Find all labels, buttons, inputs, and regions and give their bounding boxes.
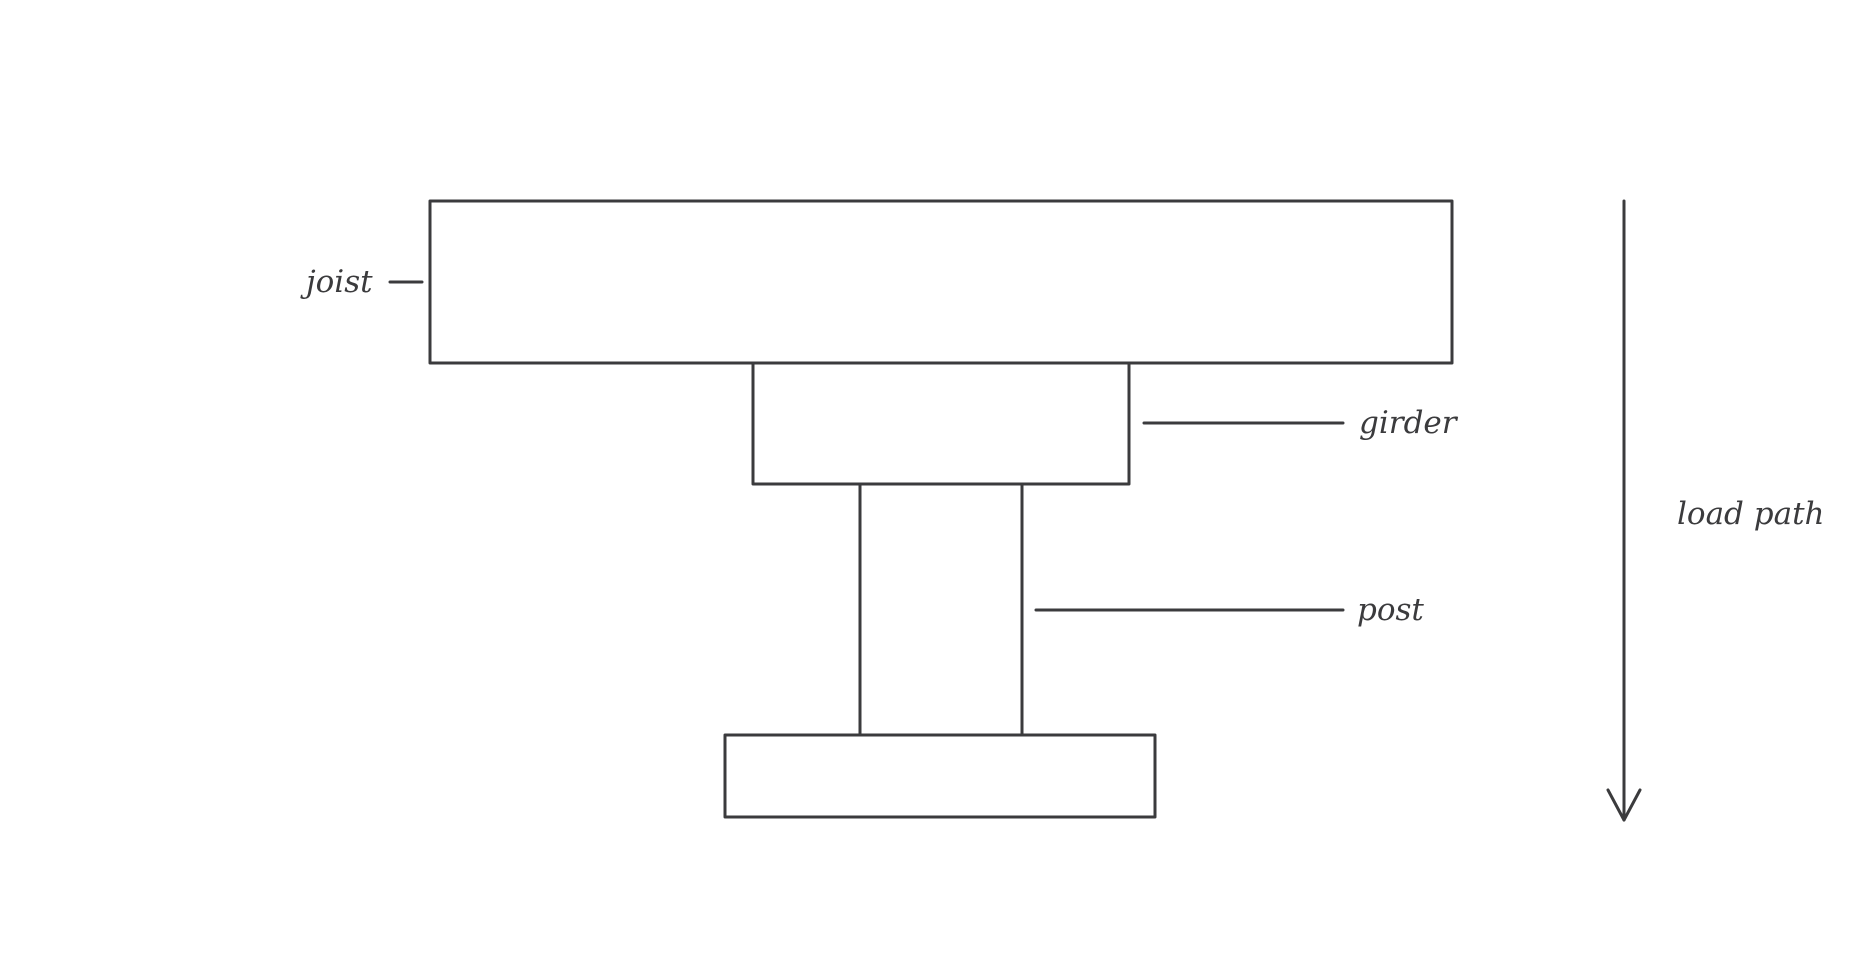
load-path-label: load path [1677, 496, 1825, 532]
joist-label: joist [300, 264, 373, 300]
footing-member [723, 733, 1157, 819]
post-member [858, 482, 1024, 737]
post-label: post [1357, 592, 1424, 628]
load-path-arrow [1606, 199, 1642, 822]
joist-member [428, 199, 1454, 365]
girder-label: girder [1359, 405, 1459, 441]
arrow-down-icon [1606, 788, 1642, 822]
girder-member [751, 361, 1131, 486]
